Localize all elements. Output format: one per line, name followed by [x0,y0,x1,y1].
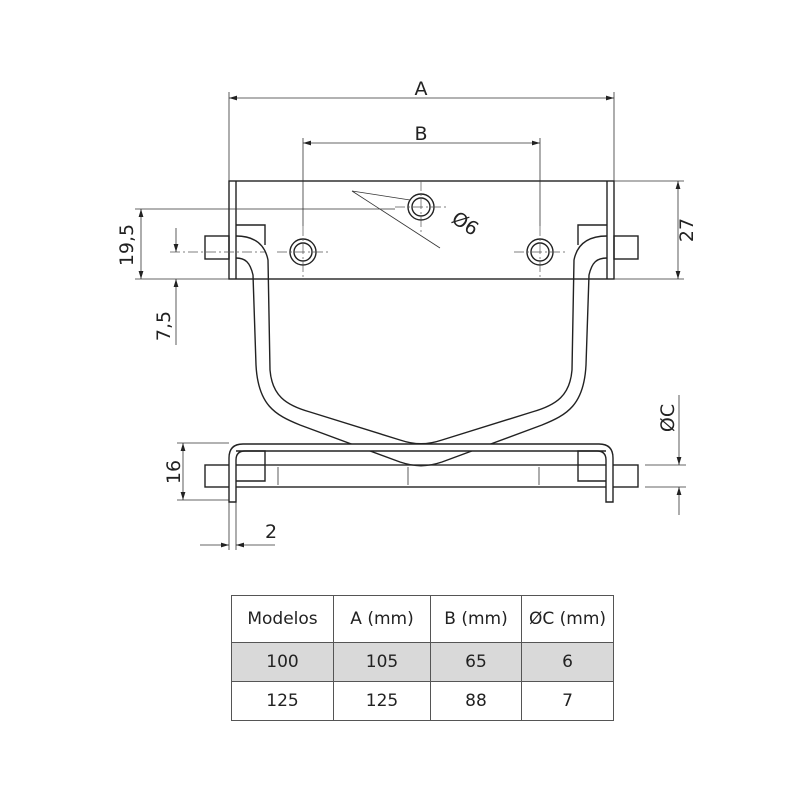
header-cell: B (mm) [430,595,522,643]
dim-a-label: A [415,78,428,100]
table-cell: 6 [521,642,614,682]
dim-b-label: B [414,123,427,145]
header-cell: ØC (mm) [521,595,614,643]
dim-16-label: 16 [163,460,185,484]
table-row: 100 105 65 6 [231,642,614,682]
dim-7-5-label: 7,5 [153,311,175,341]
dim-2-label: 2 [265,521,277,543]
holes [289,193,554,266]
header-cell: Modelos [231,595,334,643]
left-pin [204,235,230,260]
side-view: 16 2 ØC [163,395,686,550]
dim-c-label: ØC [657,404,679,432]
table-cell: 100 [231,642,334,682]
right-pin [613,235,639,260]
plate [228,180,615,280]
header-cell: A (mm) [333,595,431,643]
table-cell: 7 [521,681,614,721]
dim-19-5-label: 19,5 [116,224,138,266]
top-view: A B Ø6 19,5 7,5 27 [116,78,698,467]
table-cell: 125 [333,681,431,721]
table-cell: 88 [430,681,522,721]
models-table: Modelos A (mm) B (mm) ØC (mm) 100 105 65… [231,595,614,721]
table-cell: 125 [231,681,334,721]
table-cell: 65 [430,642,522,682]
table-cell: 105 [333,642,431,682]
table-header-row: Modelos A (mm) B (mm) ØC (mm) [231,595,614,643]
dim-27-label: 27 [676,218,698,242]
table-row: 125 125 88 7 [231,681,614,721]
hole-diameter-label: Ø6 [448,207,483,240]
